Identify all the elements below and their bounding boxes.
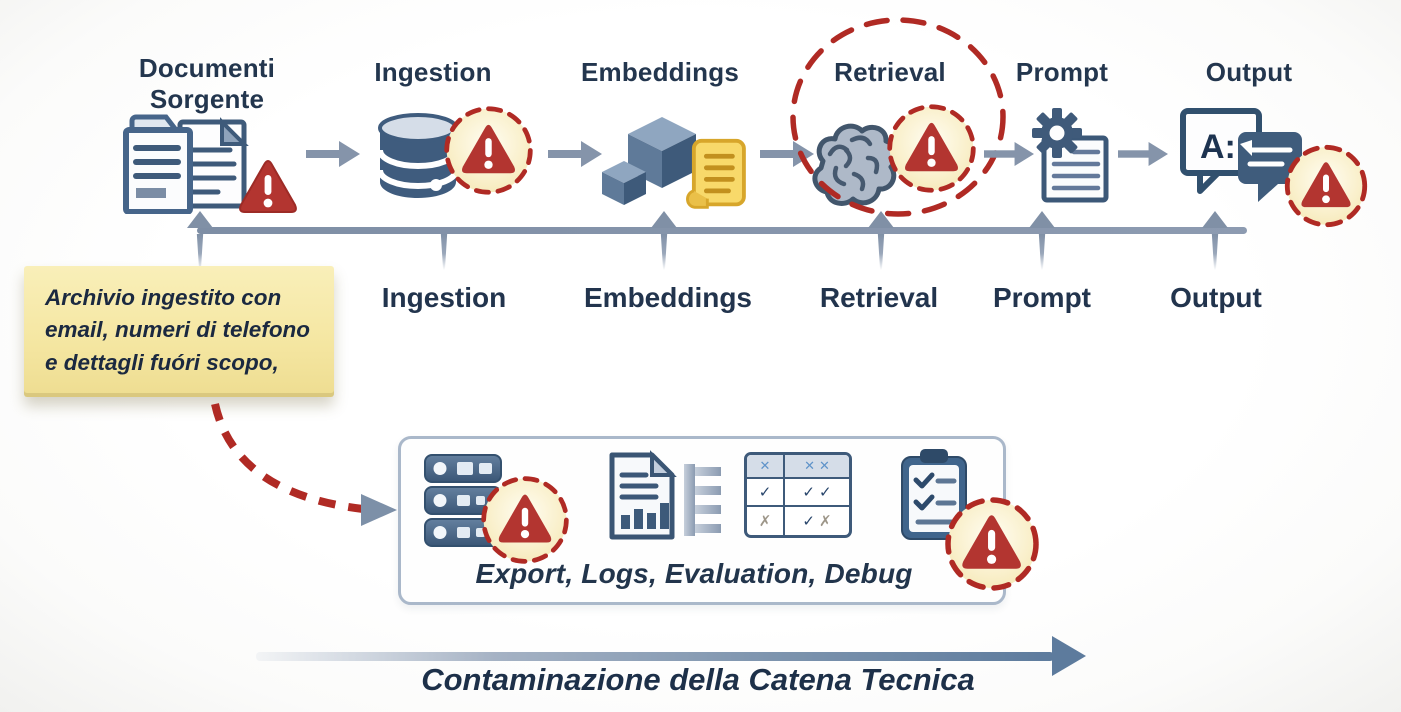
eval-glyph: ✓ [819,483,832,501]
brain-icon [812,123,900,206]
timeline-tick [877,234,885,270]
eval-cell: ✓ [747,479,785,507]
eval-glyph: ✓ [758,483,772,501]
warning-dashed-circle-icon [887,104,976,193]
source-documents-icon [123,114,249,214]
eval-glyph: ✕ [804,458,815,474]
embedding-cubes-icon [602,117,696,205]
warning-dashed-circle-icon [945,497,1039,591]
gear-icon [1032,108,1082,158]
timeline-tick [660,234,668,270]
log-document-icon [609,450,677,540]
timeline-label-retrieval: Retrieval [819,282,939,313]
timeline-up-arrow [651,211,677,228]
sticky-note-line: Archivio ingestito con [45,285,282,310]
flow-arrow-icon [306,141,360,167]
eval-cell: ✓✗ [785,507,849,535]
contamination-axis-arrow [256,652,1054,661]
sticky-note-line: email, numeri di telefono [45,317,311,343]
timeline-label-embeddings: Embeddings [583,282,753,313]
curve-arrowhead-icon [361,494,397,526]
eval-glyph: ✕ [819,458,830,474]
evaluation-table-icon: ✕ ✕✕ ✓ ✓✓ ✗ ✓✗ [744,452,852,538]
timeline-tick [1211,234,1219,270]
timeline-up-arrow [1202,211,1228,228]
eval-cell: ✗ [747,507,785,535]
clipboard-icon [901,449,967,540]
chat-bubbles-icon: A: [1180,108,1302,202]
contamination-curve-arrow [211,403,397,526]
stage-label-output: Output [1205,57,1293,87]
warning-dashed-circle-icon [1284,144,1368,228]
stage-label-retrieval: Retrieval [834,57,946,87]
flow-arrow-icon [984,141,1034,167]
sticky-note-line: e dettagli fuóri scopo, [45,349,279,375]
eval-glyph: ✓ [802,512,815,530]
timeline-tick [440,234,448,270]
sticky-note: Archivio ingestito con email, numeri di … [24,266,334,397]
timeline-up-arrow [868,211,894,228]
warning-dashed-circle-icon [444,106,533,195]
database-icon [377,113,459,198]
eval-glyph: ✓ [802,483,815,501]
eval-cell: ✓✓ [785,479,849,507]
stage-label-ingestion: Ingestion [374,57,492,87]
bar-chart-icon [621,503,669,529]
footer-caption: Contaminazione della Catena Tecnica [421,662,975,697]
stage-label-prompt: Prompt [1015,57,1109,87]
flow-arrow-icon [548,141,602,167]
list-ladder-icon [684,464,721,536]
contamination-axis-arrowhead [1052,636,1086,676]
timeline-label-output: Output [1170,282,1262,313]
timeline-label-prompt: Prompt [993,282,1091,313]
eval-glyph: ✕ [759,458,771,474]
warning-dashed-circle-icon [481,476,569,564]
timeline-up-arrow [1029,211,1055,228]
answer-prefix-text: A: [1200,128,1236,166]
flow-arrow-icon [1118,141,1168,167]
timeline-label-ingestion: Ingestion [381,282,507,313]
timeline-up-arrow [187,211,213,228]
scroll-icon [686,138,746,209]
stage-label-embeddings: Embeddings [580,57,740,87]
eval-glyph: ✗ [758,512,772,530]
stage-label-documenti-sorgente: Documenti Sorgente [138,53,276,114]
eval-header-cell: ✕✕ [785,455,849,479]
timeline-tick [1038,234,1046,270]
tools-box-caption: Export, Logs, Evaluation, Debug [475,558,913,589]
server-rack-icon [424,454,502,547]
retrieval-highlight-dashed-ellipse [790,17,1006,217]
timeline-tick [196,234,204,270]
timeline-line [197,227,1247,234]
eval-glyph: ✗ [819,512,832,530]
gear-document-icon [1032,108,1109,203]
eval-header-cell: ✕ [747,455,785,479]
warning-icon [239,160,297,213]
